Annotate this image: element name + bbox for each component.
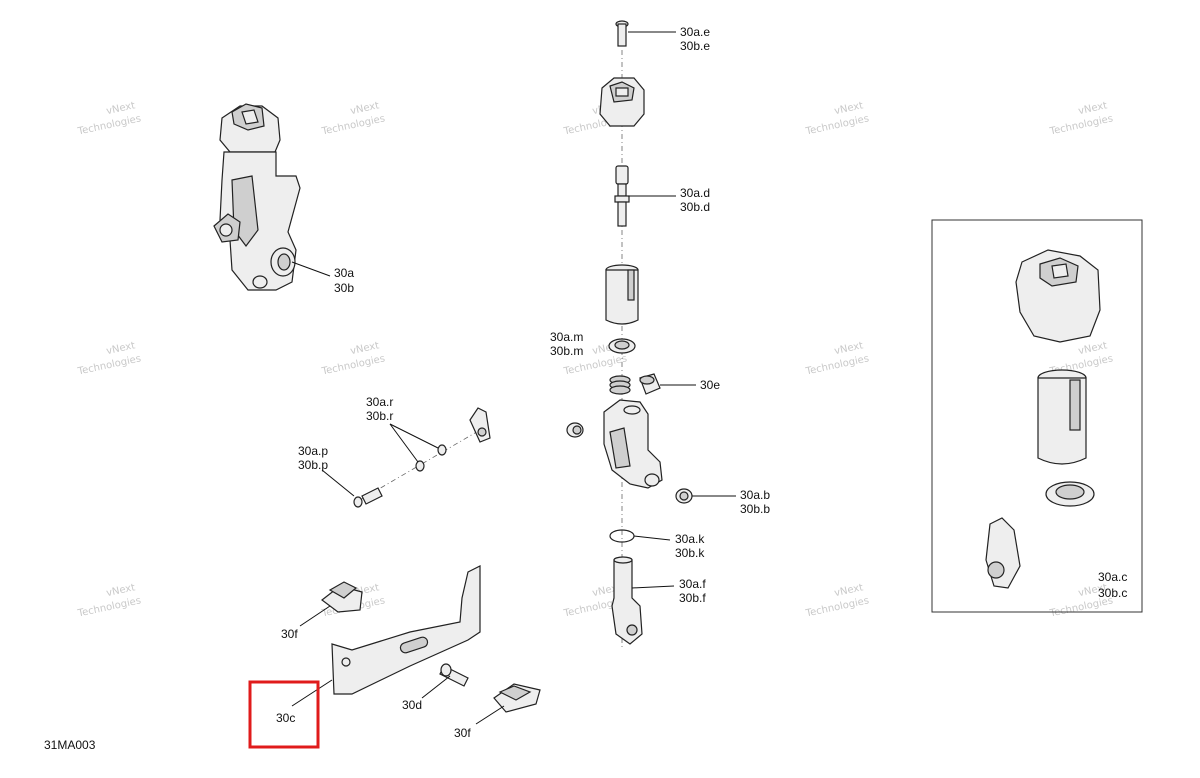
leader-30d [421, 675, 451, 699]
valve-body-part [603, 399, 663, 489]
leader-30a-f [631, 585, 675, 589]
watermark-line-2: Technologies [804, 113, 870, 137]
highlight-box-30c [248, 680, 320, 749]
watermark-line-2: Technologies [804, 595, 870, 619]
top-screw-part [615, 20, 629, 47]
valve-stem-part [614, 165, 630, 227]
label-30c: 30c [276, 711, 295, 725]
leader-30a-r-1 [389, 423, 419, 463]
watermark-line-2: Technologies [76, 595, 142, 619]
leader-30a [291, 261, 331, 277]
bolt-part [353, 487, 383, 508]
label-30f-top: 30f [281, 627, 298, 641]
seal-cup-part [639, 373, 661, 395]
leader-30f-top [299, 605, 331, 627]
pivot-pin-part [439, 663, 469, 687]
inset-latch-part [985, 517, 1021, 589]
pad-bottom-part [493, 683, 541, 713]
inset-ring-part [1045, 481, 1095, 507]
watermark-line-2: Technologies [320, 353, 386, 377]
label-30f-bottom: 30f [454, 726, 471, 740]
detail-inset-frame [931, 219, 1143, 613]
side-seal-part [566, 422, 584, 438]
leader-30a-r-2 [389, 423, 439, 449]
washer-parts [415, 444, 447, 472]
valve-cap-part [599, 77, 645, 127]
inset-cap-part [1015, 249, 1101, 343]
label-30e: 30e [700, 378, 720, 392]
spring-part [609, 375, 631, 395]
valve-sleeve-part [605, 264, 639, 325]
lock-latch-part [469, 407, 491, 443]
leader-30c [291, 679, 333, 707]
bottom-seal-part [675, 488, 693, 504]
leader-30a-p [321, 469, 355, 497]
leader-30a-k [633, 535, 671, 541]
assembled-valve-part [213, 103, 301, 291]
watermark-line-2: Technologies [804, 353, 870, 377]
lever-shaft-part [611, 556, 643, 645]
leader-30f-bottom [475, 705, 505, 725]
watermark-line-2: Technologies [76, 113, 142, 137]
watermark-line-2: Technologies [1048, 113, 1114, 137]
watermark-line-2: Technologies [76, 353, 142, 377]
pad-top-part [321, 581, 363, 613]
inset-sleeve-part [1037, 369, 1087, 465]
watermark-line-2: Technologies [320, 113, 386, 137]
mounting-bracket-part [331, 565, 481, 695]
label-30d: 30d [402, 698, 422, 712]
diagram-id: 31MA003 [44, 738, 96, 752]
hex-ring-part [608, 338, 636, 354]
